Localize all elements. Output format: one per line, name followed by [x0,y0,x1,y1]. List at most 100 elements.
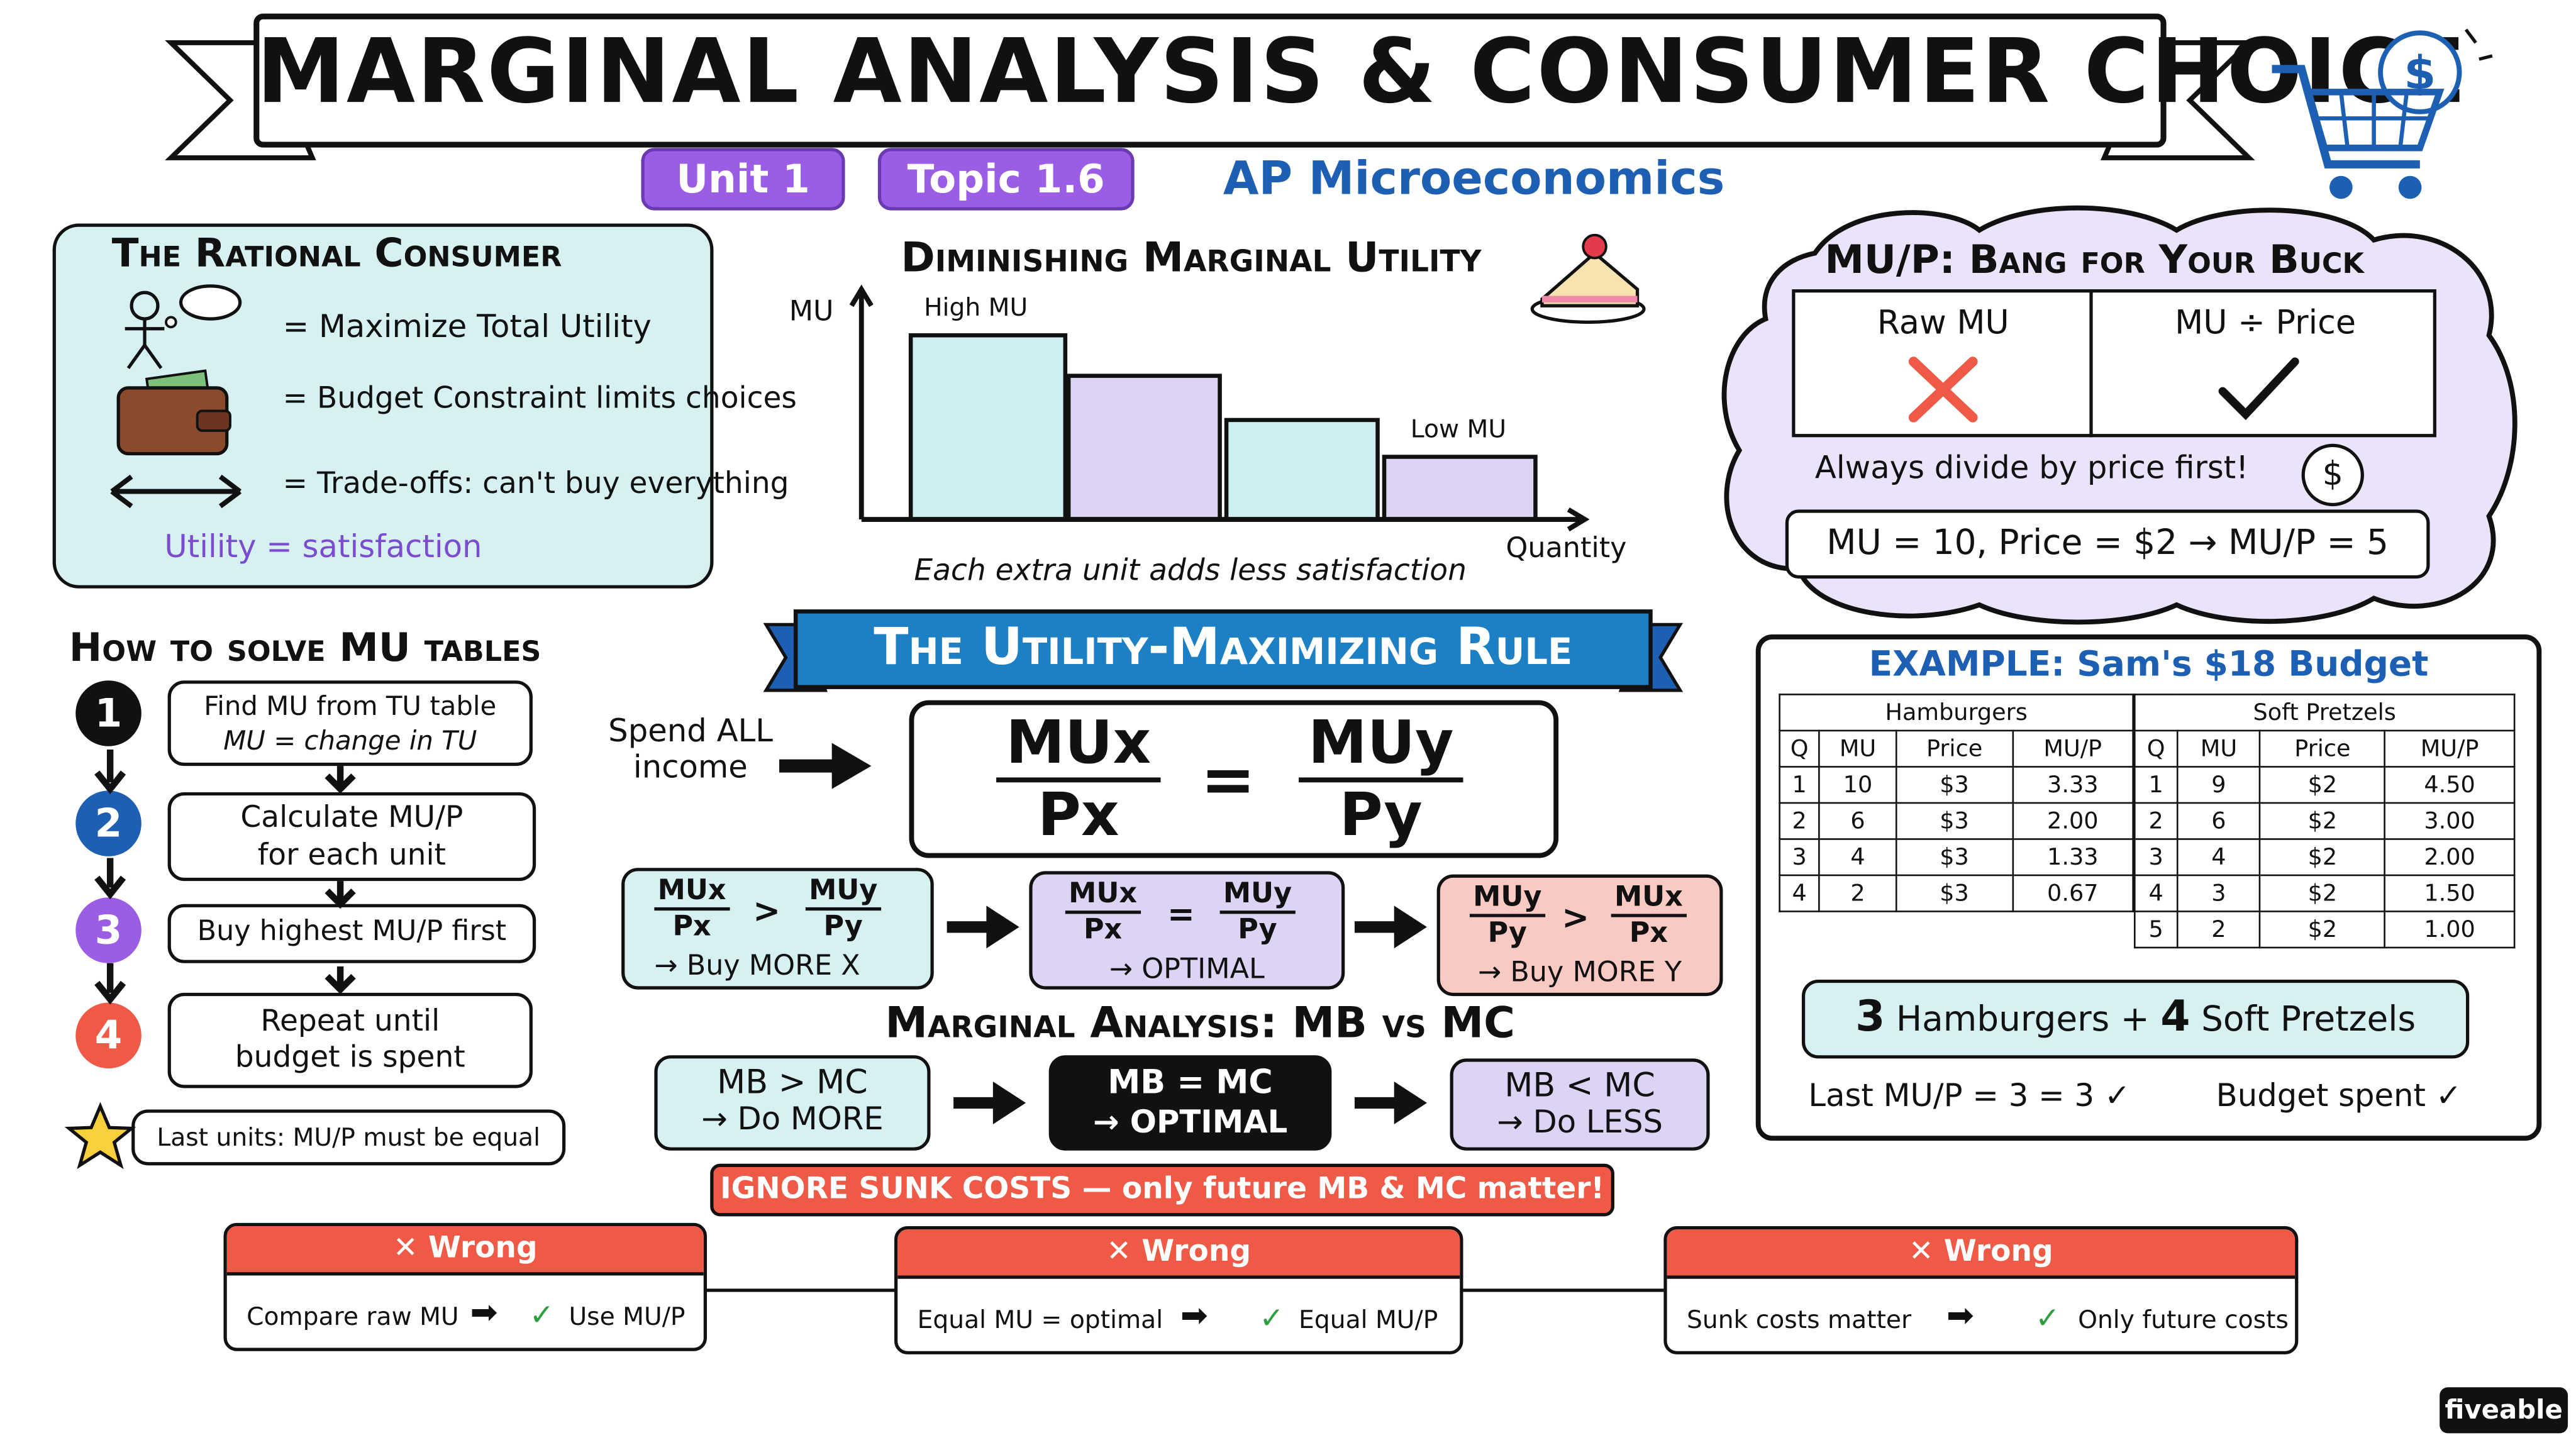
case-3-right-num: MUx [1611,881,1687,917]
x-axis [861,507,1590,532]
comparison-divider [2089,289,2093,438]
hamburgers-header: Hamburgers [1779,694,2134,732]
star-note: Last units: MU/P must be equal [157,1122,540,1153]
ham-cell: 2 [1818,874,1897,912]
rational-consumer-card [52,223,714,589]
step-4-subtext: budget is spent [235,1040,465,1075]
step-3-text: Buy highest MU/P first [197,915,507,949]
mux-over-px: MUx Px [996,710,1161,850]
fiveable-logo[interactable]: fiveable [2440,1387,2568,1434]
case-3-result: → Buy MORE Y [1478,956,1682,990]
ham-cell: 1.33 [2011,838,2134,877]
case-1-left-den: Px [672,910,711,944]
case-2-right-den: Py [1238,914,1277,947]
mb-gt-mc-box [654,1055,931,1151]
pretzel-cell: 3 [2176,874,2262,912]
cake-icon [1530,233,1646,324]
py-denominator: Py [1339,782,1423,850]
case-1-right-num: MUy [805,875,881,911]
case-1-op: > [753,890,781,931]
mux-numerator: MUx [996,710,1161,783]
ham-cell: 0.67 [2011,874,2134,912]
spend-arrow [779,743,872,789]
mistake-2-wrong: Equal MU = optimal [917,1305,1163,1335]
rule-equals: = [1200,743,1256,819]
dmu-bar-4 [1382,455,1538,522]
case-3-right-den: Px [1629,917,1668,950]
case-2-left-num: MUx [1065,878,1141,914]
pretzel-cell: 2 [2133,802,2179,840]
mb-lt-mc-bottom: → Do LESS [1497,1104,1663,1141]
mb-arrow-2 [1354,1082,1427,1124]
step-4-text: Repeat until [260,1004,440,1039]
answer-pretzel-count: 4 [2160,992,2190,1043]
rational-consumer-title: The Rational Consumer [111,230,562,277]
px-denominator: Px [1037,782,1119,850]
pretzel-cell: 3.00 [2384,802,2516,840]
topic-badge: Topic 1.6 [877,148,1135,211]
ham-cell: 2 [1779,802,1821,840]
rule-banner-title: The Utility-Maximizing Rule [874,617,1573,677]
thinking-person-icon [125,284,242,370]
x-axis-label: Quantity [1506,532,1627,566]
pretzel-cell: 1 [2133,766,2179,804]
check-budget: Budget spent ✓ [2216,1078,2462,1115]
pretzel-cell: $2 [2259,838,2386,877]
ham-col-q: Q [1779,729,1821,768]
mu-over-price-label: MU ÷ Price [2175,302,2357,342]
case-2-result: → OPTIMAL [1109,953,1265,987]
double-arrow-icon [110,474,242,509]
dmu-title: Diminishing Marginal Utility [901,233,1482,281]
mistake-2-arrow: ➡ [1180,1295,1208,1335]
ham-cell: 2.00 [2011,802,2134,840]
consumer-row-3: = Trade-offs: can't buy everything [282,467,789,502]
mistake-2-right: Equal MU/P [1299,1305,1438,1335]
dmu-bar-3 [1224,418,1380,522]
ham-cell: $3 [1895,802,2014,840]
pretzel-cell: 9 [2176,766,2262,804]
pretzel-cell: $2 [2259,766,2386,804]
dmu-chart [849,284,1590,532]
raw-mu-label: Raw MU [1877,302,2009,342]
mistake-card-1: ✕ Wrong Compare raw MU ➡ ✓ Use MU/P [223,1222,708,1351]
dollar-icon: $ [2301,443,2364,507]
case-1-result: → Buy MORE X [654,949,860,983]
step-arrows-left [94,749,126,1005]
example-card [1755,634,2542,1141]
spend-all-label: Spend ALL [608,713,773,750]
mistake-2-check-icon: ✓ [1259,1302,1284,1337]
mistake-connector-1 [707,1288,895,1292]
step-1-text: Find MU from TU table [204,690,497,722]
check-mup: Last MU/P = 3 = 3 ✓ [1808,1078,2131,1115]
price-tip: Always divide by price first! [1814,450,2249,487]
pretzel-cell: 4 [2176,838,2262,877]
mb-eq-mc-bottom: → OPTIMAL [1092,1104,1288,1141]
case-3-left-num: MUy [1469,881,1545,917]
step-2-text: Calculate MU/P [240,800,464,835]
pretzel-cell: $2 [2259,802,2386,840]
comparison-table [1792,289,2436,438]
utility-definition: Utility = satisfaction [164,529,482,566]
high-mu-label: High MU [924,292,1028,323]
pretzel-col-q: Q [2133,729,2179,768]
pretzel-cell: 1.00 [2384,910,2516,949]
mb-lt-mc-top: MB < MC [1504,1065,1655,1105]
case-1-left-num: MUx [654,875,730,911]
unit-badge: Unit 1 [641,148,845,211]
mistake-3-arrow: ➡ [1946,1295,1974,1335]
pretzel-cell: $2 [2259,874,2386,912]
low-mu-label: Low MU [1410,414,1507,444]
marginal-title: Marginal Analysis: MB vs MC [885,999,1516,1049]
formula-text: MU = 10, Price = $2 → MU/P = 5 [1826,523,2389,562]
formula-box [1785,509,2430,579]
